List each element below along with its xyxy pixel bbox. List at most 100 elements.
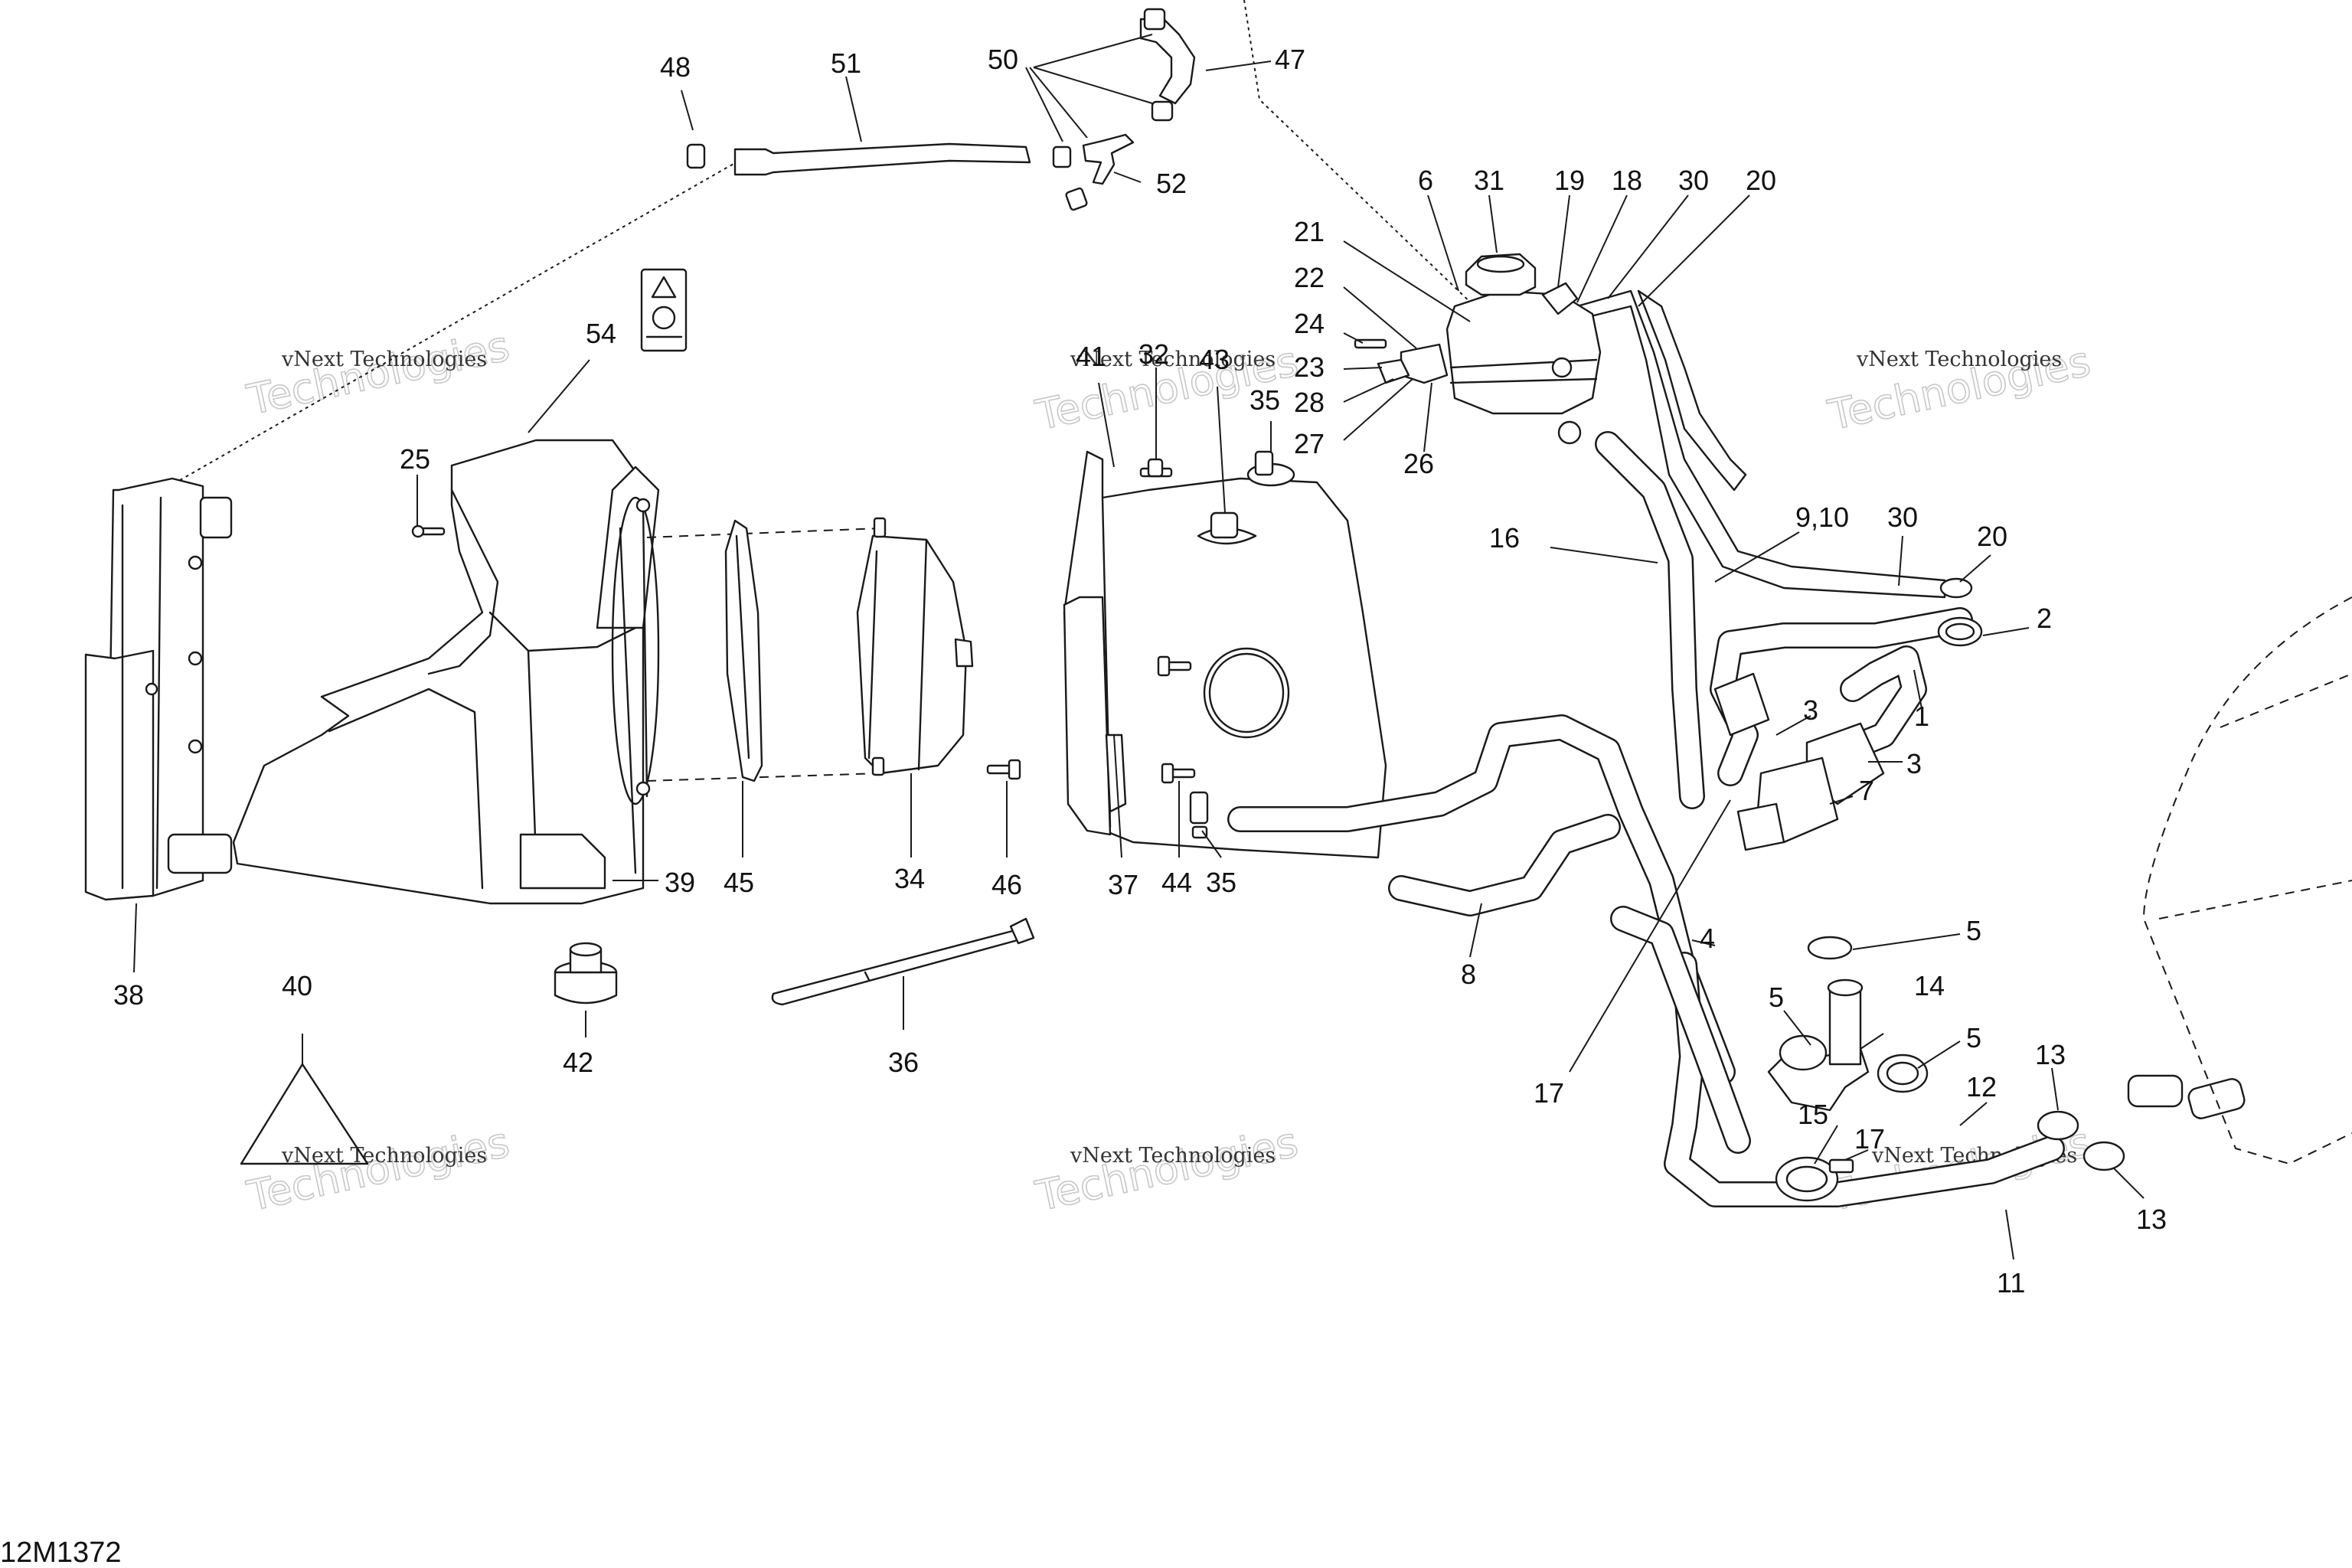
- callout-labels: 48 51 50 47 52 54 25 38 39 45 34 46 42 4…: [113, 44, 2167, 1298]
- callout-16: 16: [1489, 522, 1520, 554]
- callout-30-top: 30: [1678, 165, 1709, 196]
- callout-14: 14: [1914, 970, 1945, 1001]
- callout-41: 41: [1076, 341, 1106, 372]
- nut-50a: [1052, 145, 1072, 168]
- fitting-52: [1082, 133, 1135, 185]
- callout-30-right: 30: [1887, 501, 1918, 533]
- callout-4: 4: [1700, 923, 1715, 954]
- gasket-45: [724, 519, 763, 782]
- watermark-1: Technologies: [242, 321, 514, 425]
- elbow-47: [1139, 18, 1196, 105]
- assembly-line-bottom: [646, 773, 881, 782]
- callout-35-lower: 35: [1206, 867, 1236, 898]
- assembly-symbol-40: [240, 1063, 369, 1165]
- screw-25: [411, 524, 446, 538]
- callout-3-upper: 3: [1803, 694, 1818, 726]
- hose-1-9: [1710, 607, 1973, 786]
- callout-24: 24: [1294, 308, 1325, 339]
- leader-lines: [133, 34, 2145, 1260]
- strap-36: [771, 917, 1035, 1006]
- clamp-5: [1779, 936, 1853, 1071]
- hose-51-body: [733, 142, 1031, 176]
- callout-19: 19: [1554, 165, 1585, 196]
- clamps-12-13: [2037, 1074, 2246, 1171]
- housing-port: [1203, 647, 1290, 739]
- screw-46: [986, 759, 1021, 780]
- callout-46: 46: [991, 869, 1022, 900]
- reservoir-cap-31: [1465, 253, 1537, 296]
- clamp-2: [1937, 616, 1983, 647]
- callout-20-right: 20: [1977, 521, 2007, 552]
- coolant-reservoir-6: [1354, 253, 1602, 445]
- nut-48: [686, 143, 706, 169]
- radiator-neck-upper: [199, 496, 233, 539]
- callout-25: 25: [400, 443, 430, 475]
- callout-48: 48: [660, 51, 691, 83]
- grommet-42: [554, 942, 618, 1004]
- callout-38: 38: [113, 979, 144, 1011]
- radiator-neck-lower: [167, 833, 233, 874]
- callout-6: 6: [1418, 165, 1433, 196]
- clamp-15-17: [1775, 1156, 1854, 1202]
- callout-17-lower: 17: [1534, 1077, 1564, 1109]
- callout-5-left: 5: [1769, 982, 1784, 1013]
- nut-50c: [1143, 8, 1166, 31]
- callout-31: 31: [1474, 165, 1504, 196]
- callout-7: 7: [1859, 775, 1874, 806]
- callout-22: 22: [1294, 262, 1325, 293]
- spacer-23: [1377, 358, 1410, 384]
- hose-16: [1595, 431, 1705, 809]
- callout-2: 2: [2037, 603, 2052, 634]
- body-panel-outline: [2142, 596, 2352, 1165]
- watermark-5: Technologies: [1031, 1117, 1302, 1221]
- assembly-line-top: [646, 528, 881, 538]
- guide-line-radiator: [175, 160, 740, 483]
- nut-50b: [1065, 187, 1088, 211]
- radiator-38: [84, 477, 233, 901]
- callout-45: 45: [724, 867, 754, 898]
- clamp-35-upper: [1246, 450, 1295, 487]
- callout-3-lower: 3: [1906, 748, 1922, 779]
- callout-47: 47: [1275, 44, 1305, 75]
- callout-5-cap: 5: [1966, 915, 1981, 946]
- callout-28: 28: [1294, 387, 1325, 418]
- guide-line-tank: [1243, 0, 1555, 384]
- callout-27: 27: [1294, 428, 1325, 459]
- nut-50d: [1151, 100, 1174, 122]
- callout-50: 50: [988, 44, 1018, 75]
- fasteners-32-44: [1139, 458, 1196, 784]
- callout-32: 32: [1138, 338, 1169, 370]
- connectors-3-7: [1713, 672, 1885, 851]
- fan-shroud-39: [232, 439, 660, 905]
- callout-1: 1: [1914, 701, 1929, 732]
- hose-51: [686, 8, 1196, 211]
- body-panel-inner: [2220, 673, 2352, 728]
- callout-13-lower: 13: [2136, 1204, 2167, 1235]
- callout-37: 37: [1108, 869, 1138, 900]
- callout-12: 12: [1966, 1071, 1997, 1102]
- clamp-20: [1939, 577, 1973, 599]
- watermark-4: Technologies: [242, 1117, 514, 1221]
- callout-11: 11: [1997, 1267, 2025, 1298]
- hose-4-11: [1610, 906, 2065, 1207]
- callout-15: 15: [1798, 1099, 1828, 1130]
- callout-36: 36: [888, 1047, 919, 1078]
- callout-52: 52: [1156, 168, 1187, 199]
- pipe-30: [1576, 289, 1946, 599]
- callout-35-upper: 35: [1250, 384, 1280, 416]
- watermark-small-text: vNext Technologies: [1070, 348, 1276, 371]
- callout-39: 39: [665, 867, 695, 898]
- watermark-small-text: vNext Technologies: [1856, 348, 2062, 371]
- watermark-big-text: Technologies: [243, 1118, 513, 1220]
- watermark-small-text: vNext Technologies: [1070, 1144, 1276, 1168]
- watermark-small-text: vNext Technologies: [281, 348, 487, 371]
- callout-21: 21: [1294, 216, 1325, 247]
- callout-9-10: 9,10: [1795, 501, 1849, 533]
- callout-20-top: 20: [1746, 165, 1776, 196]
- callout-18: 18: [1612, 165, 1642, 196]
- callout-26: 26: [1403, 448, 1434, 479]
- fan-34: [856, 517, 974, 776]
- callout-8: 8: [1461, 959, 1476, 990]
- body-panel-inner-2: [2158, 880, 2352, 920]
